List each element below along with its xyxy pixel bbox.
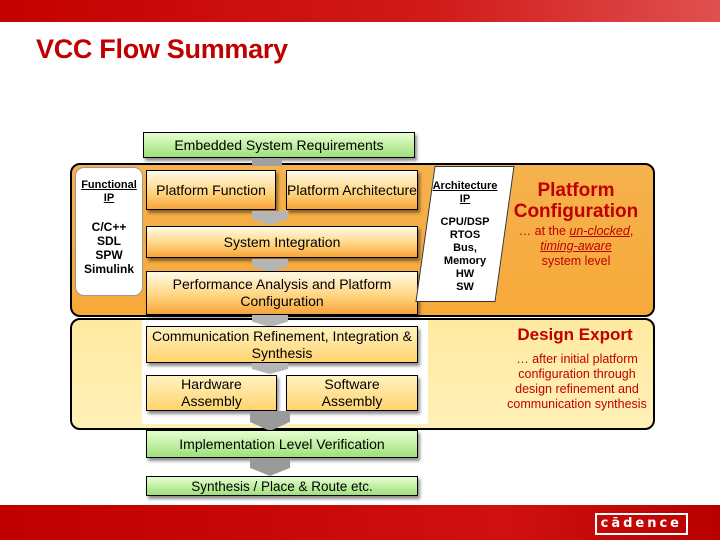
language-item: SPW: [95, 248, 123, 262]
hardware-assembly-label: Hardware Assembly: [181, 376, 242, 409]
design-export-description: … after initial platform configuration t…: [507, 352, 647, 411]
config-timing-aware: timing-aware: [540, 239, 612, 253]
verification-arrow: [250, 458, 290, 476]
architecture-item: Bus,: [453, 242, 477, 254]
architecture-item: SW: [456, 281, 474, 293]
top-banner: [0, 0, 720, 22]
platform-arrow: [252, 211, 288, 225]
implementation-verification-label: Implementation Level Verification: [179, 436, 385, 452]
performance-analysis-label: Performance Analysis and Platform Config…: [172, 276, 392, 309]
architecture-ip-list: CPU/DSP RTOS Bus, Memory HW SW: [431, 216, 499, 294]
architecture-item: Memory: [443, 255, 487, 267]
integration-arrow: [252, 259, 288, 272]
software-assembly-box: Software Assembly: [286, 375, 418, 411]
languages-list: C/C++ SDL SPW Simulink: [77, 220, 141, 276]
config-prefix: … at the: [518, 224, 570, 238]
system-integration-box: System Integration: [146, 226, 418, 258]
platform-function-box: Platform Function: [146, 170, 276, 210]
communication-label: Communication Refinement, Integration & …: [152, 327, 412, 361]
requirements-box: Embedded System Requirements: [143, 132, 415, 158]
platform-architecture-label: Platform Architecture: [287, 181, 417, 198]
architecture-item: HW: [455, 268, 475, 280]
performance-arrow: [252, 315, 288, 327]
platform-function-label: Platform Function: [156, 181, 266, 198]
config-separator: ,: [629, 224, 634, 238]
language-item: SDL: [97, 234, 121, 248]
hardware-assembly-box: Hardware Assembly: [146, 375, 277, 411]
communication-arrow: [252, 363, 288, 374]
config-suffix: system level: [541, 254, 611, 268]
architecture-item: CPU/DSP: [440, 216, 490, 228]
config-unclocked: un-clocked: [569, 224, 630, 238]
platform-configuration-heading: Platform Configuration: [513, 180, 639, 222]
communication-box: Communication Refinement, Integration & …: [146, 326, 418, 363]
language-item: Simulink: [83, 262, 134, 276]
implementation-verification-box: Implementation Level Verification: [146, 430, 418, 458]
functional-ip-panel: [76, 168, 142, 295]
requirements-label: Embedded System Requirements: [174, 137, 384, 153]
assembly-arrow: [250, 411, 290, 431]
software-assembly-label: Software Assembly: [321, 376, 383, 409]
architecture-item: RTOS: [449, 229, 481, 241]
performance-analysis-box: Performance Analysis and Platform Config…: [146, 271, 418, 315]
platform-configuration-description: … at the un-clocked, timing-aware system…: [508, 224, 644, 269]
language-item: C/C++: [91, 220, 127, 234]
architecture-ip-label: Architecture IP: [432, 180, 498, 205]
synthesis-label: Synthesis / Place & Route etc.: [191, 478, 373, 494]
system-integration-label: System Integration: [223, 234, 341, 250]
cadence-logo: cādence: [594, 513, 688, 535]
functional-ip-label: Functional IP: [81, 179, 137, 204]
requirements-arrow: [252, 158, 282, 166]
platform-architecture-box: Platform Architecture: [286, 170, 418, 210]
design-export-heading: Design Export: [517, 325, 633, 344]
page-title: VCC Flow Summary: [36, 34, 288, 64]
synthesis-box: Synthesis / Place & Route etc.: [146, 476, 418, 496]
